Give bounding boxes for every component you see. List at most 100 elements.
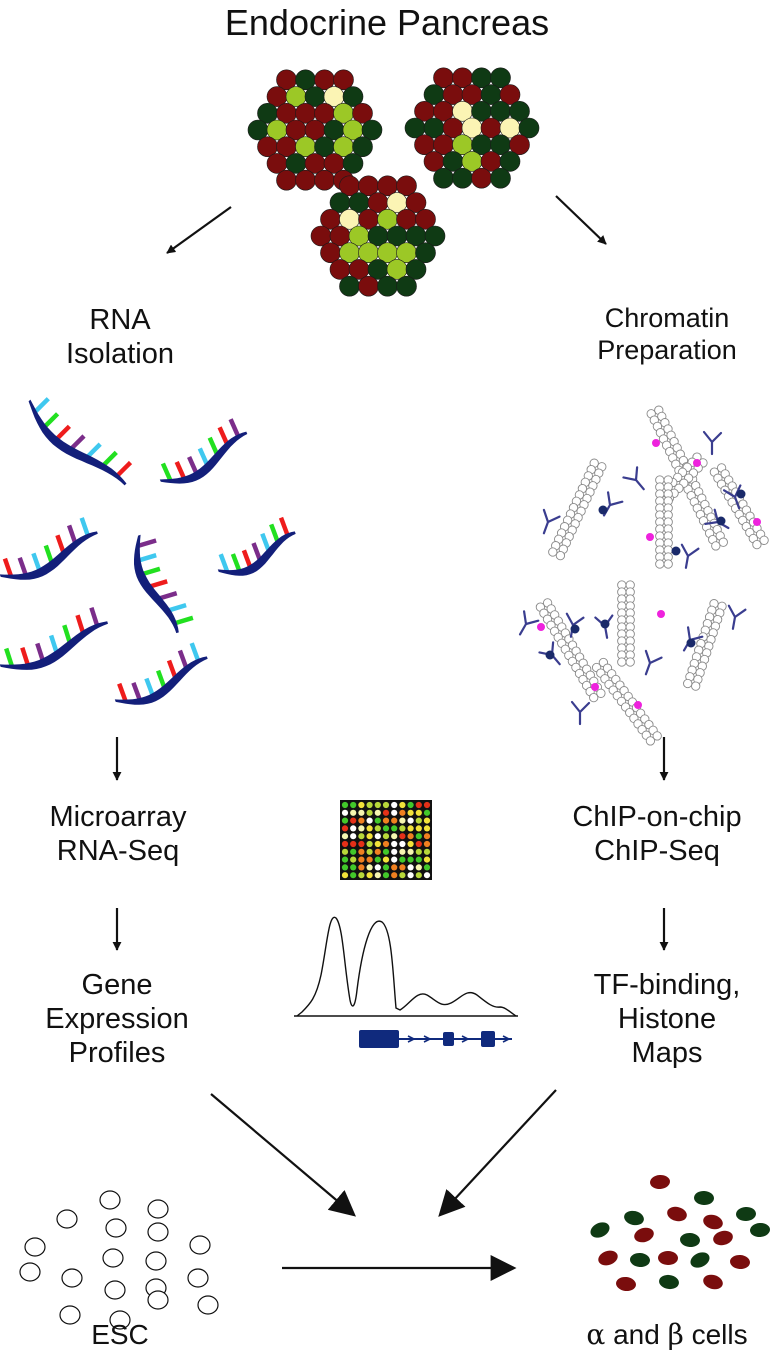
esc-cell [145,1251,167,1271]
islet-cell [377,275,398,297]
chip-spot [366,809,373,816]
chip-spot [423,848,431,855]
nucleosome [617,657,627,667]
chip-spot [358,864,365,871]
chip-spot [415,864,422,871]
chip-spot [415,809,422,816]
esc-cell [56,1209,78,1229]
rna-base [207,436,220,456]
nucleosome [718,537,728,547]
chip-spot [415,833,422,840]
label-chip-on-chip-chipseq: ChIP-on-chip ChIP-Seq [572,801,742,868]
rna-base [260,532,271,552]
rna-base [189,642,201,661]
rna-base [251,542,263,561]
chip-spot [399,817,406,824]
beta-symbol: β [667,1318,684,1351]
rna-base [31,552,42,572]
islet-cell [361,119,383,141]
chip-spot [391,848,398,855]
chip-spot [399,848,406,855]
chip-spot [391,825,398,832]
bound-target [600,619,610,629]
peak-curve [296,916,517,1017]
rna-strand [217,516,296,576]
chip-spot [341,848,349,855]
nucleosome [555,550,566,561]
bound-target [671,546,681,556]
islet-cell [276,169,297,191]
chip-spot [358,848,365,855]
antibody-shape [644,649,663,676]
rna-backbone [114,656,208,705]
histone-mark [657,610,665,618]
esc-cell [197,1295,219,1315]
rna-backbone [217,531,296,576]
beta-cell [750,1222,770,1238]
rna-base [34,397,50,413]
rna-base [149,579,168,589]
chip-spot [382,864,390,871]
esc-cells [19,1190,219,1330]
beta-cell [590,1222,610,1238]
histone-mark [591,683,599,691]
nucleosome [589,692,599,703]
chip-spot [350,856,357,863]
esc-cell [24,1237,46,1257]
nucleosome-chain [709,463,769,550]
rna-backbone [28,399,127,486]
nucleosome [625,657,635,667]
beta-cell [624,1210,644,1226]
chip-spot [350,817,357,824]
histone-mark [693,459,701,467]
alpha-cell [730,1254,750,1270]
histone-mark [634,701,642,709]
chip-spot [407,848,414,855]
nucleosome [652,731,662,741]
chip-spot [341,856,349,863]
chip-spot [415,840,422,848]
nucleosome-chain [591,657,662,746]
islet [247,69,383,191]
chip-spot [341,825,349,832]
rna-base [79,517,90,536]
bound-target [716,516,726,526]
antibody-shape [727,604,747,630]
esc-cell [104,1280,126,1300]
nucleosome-chain [683,599,727,691]
beta-cell [694,1190,714,1206]
chip-spot [350,833,357,840]
pancreatic-islets [247,67,540,297]
chip-spot [366,872,373,879]
chip-spot [382,856,390,863]
histone-mark [646,533,654,541]
esc-cell [99,1190,121,1210]
islet-cell [424,225,446,247]
chip-spot [415,825,422,832]
label-alpha-and-beta-cells: α and β cells [560,1318,774,1351]
islet-cell [333,69,354,91]
arrow-to-chromatin-preparation [555,195,607,245]
rna-base [174,460,187,480]
chip-spot [423,872,431,879]
bound-target [598,505,608,515]
rna-strand [159,418,248,484]
esc-cell [147,1222,169,1242]
chip-spot [423,817,431,824]
esc-cell [102,1248,124,1268]
chip-spot [407,864,414,871]
chip-spot [407,801,414,809]
label-gene-expression-profiles: Gene Expression Profiles [45,969,189,1070]
rna-base [177,649,189,669]
esc-cell [59,1305,81,1325]
chip-spot [350,801,357,809]
islet-cell [509,134,530,155]
chip-spot [374,833,381,840]
islet-cell [490,167,511,189]
chip-spot [366,833,373,840]
islet-cell [342,153,364,174]
chip-spot [366,864,373,871]
rna-strand [0,517,98,580]
alpha-cell [703,1274,723,1290]
rna-base [69,434,86,451]
